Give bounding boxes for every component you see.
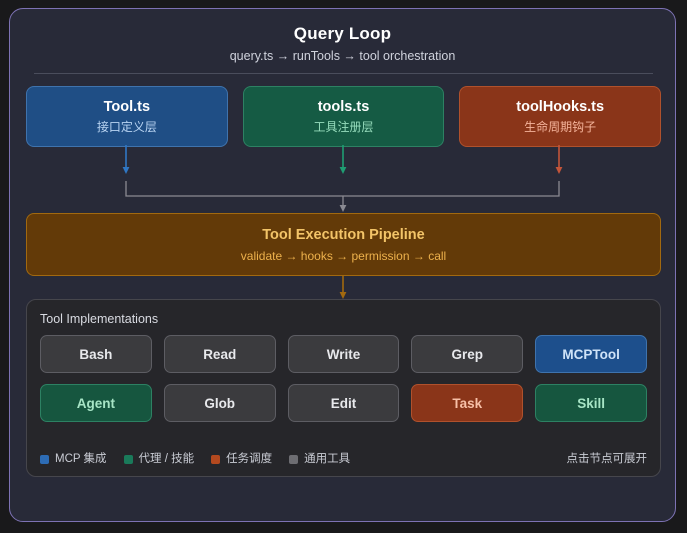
header-divider	[34, 73, 653, 74]
connector-arrows	[122, 145, 563, 212]
legend-item-agent-skill: 代理 / 技能	[123, 452, 195, 467]
tool-chip-task[interactable]: Task	[411, 384, 524, 422]
module-row: Tool.ts 接口定义层 tools.ts 工具注册层 toolHooks.t…	[26, 86, 662, 147]
tool-execution-pipeline-node[interactable]: Tool Execution Pipeline validate → hooks…	[26, 213, 661, 276]
tool-chip-bash[interactable]: Bash	[40, 335, 152, 373]
tool-chip-row-1: Bash Read Write Grep MCPTool	[40, 335, 647, 373]
card-header: Query Loop query.ts → runTools → tool or…	[10, 23, 675, 65]
legend-swatch-green-icon	[123, 455, 133, 464]
legend-items: MCP 集成 代理 / 技能 任务调度 通用工具	[40, 452, 350, 467]
module-desc: 接口定义层	[96, 120, 157, 134]
legend-hint: 点击节点可展开	[566, 453, 648, 465]
legend: MCP 集成 代理 / 技能 任务调度 通用工具 点击节点可展	[40, 452, 647, 467]
tool-implementations-heading: Tool Implementations	[40, 312, 159, 326]
legend-label: MCP 集成	[55, 453, 107, 465]
legend-item-general: 通用工具	[289, 452, 350, 467]
tool-implementations-panel: Tool Implementations Bash Read Write Gre…	[26, 299, 661, 477]
tool-chip-skill[interactable]: Skill	[535, 384, 647, 422]
tool-chip-read[interactable]: Read	[163, 335, 276, 373]
module-desc: 生命周期钩子	[524, 120, 597, 134]
tool-chip-glob[interactable]: Glob	[163, 384, 276, 422]
module-node-tools-ts[interactable]: tools.ts 工具注册层	[242, 86, 445, 147]
legend-swatch-red-icon	[211, 455, 221, 464]
legend-label: 代理 / 技能	[138, 453, 195, 465]
pipeline-title: Tool Execution Pipeline	[262, 226, 425, 243]
pipeline-to-implementations-arrow	[339, 276, 347, 299]
query-loop-card: Query Loop query.ts → runTools → tool or…	[9, 8, 676, 522]
legend-label: 任务调度	[226, 453, 273, 465]
legend-swatch-blue-icon	[40, 455, 49, 464]
tool-chip-edit[interactable]: Edit	[287, 384, 400, 422]
pipeline-steps: validate → hooks → permission → call	[240, 248, 447, 263]
page-subtitle: query.ts → runTools → tool orchestration	[229, 49, 456, 63]
module-node-toolhooks-ts[interactable]: toolHooks.ts 生命周期钩子	[459, 86, 662, 147]
module-name: toolHooks.ts	[516, 99, 605, 115]
legend-item-task: 任务调度	[211, 452, 272, 467]
tool-chip-agent[interactable]: Agent	[40, 384, 152, 422]
tool-chip-mcptool[interactable]: MCPTool	[535, 335, 647, 373]
module-name: Tool.ts	[103, 99, 151, 115]
legend-swatch-gray-icon	[289, 455, 299, 464]
page-title: Query Loop	[293, 24, 392, 43]
module-name: tools.ts	[317, 99, 370, 115]
tool-chip-write[interactable]: Write	[287, 335, 400, 373]
legend-label: 通用工具	[304, 453, 351, 465]
legend-item-mcp: MCP 集成	[40, 452, 107, 467]
module-node-tool-ts[interactable]: Tool.ts 接口定义层	[26, 86, 228, 147]
module-desc: 工具注册层	[313, 120, 374, 134]
tool-chip-grep[interactable]: Grep	[411, 335, 524, 373]
tool-chip-row-2: Agent Glob Edit Task Skill	[40, 384, 647, 422]
